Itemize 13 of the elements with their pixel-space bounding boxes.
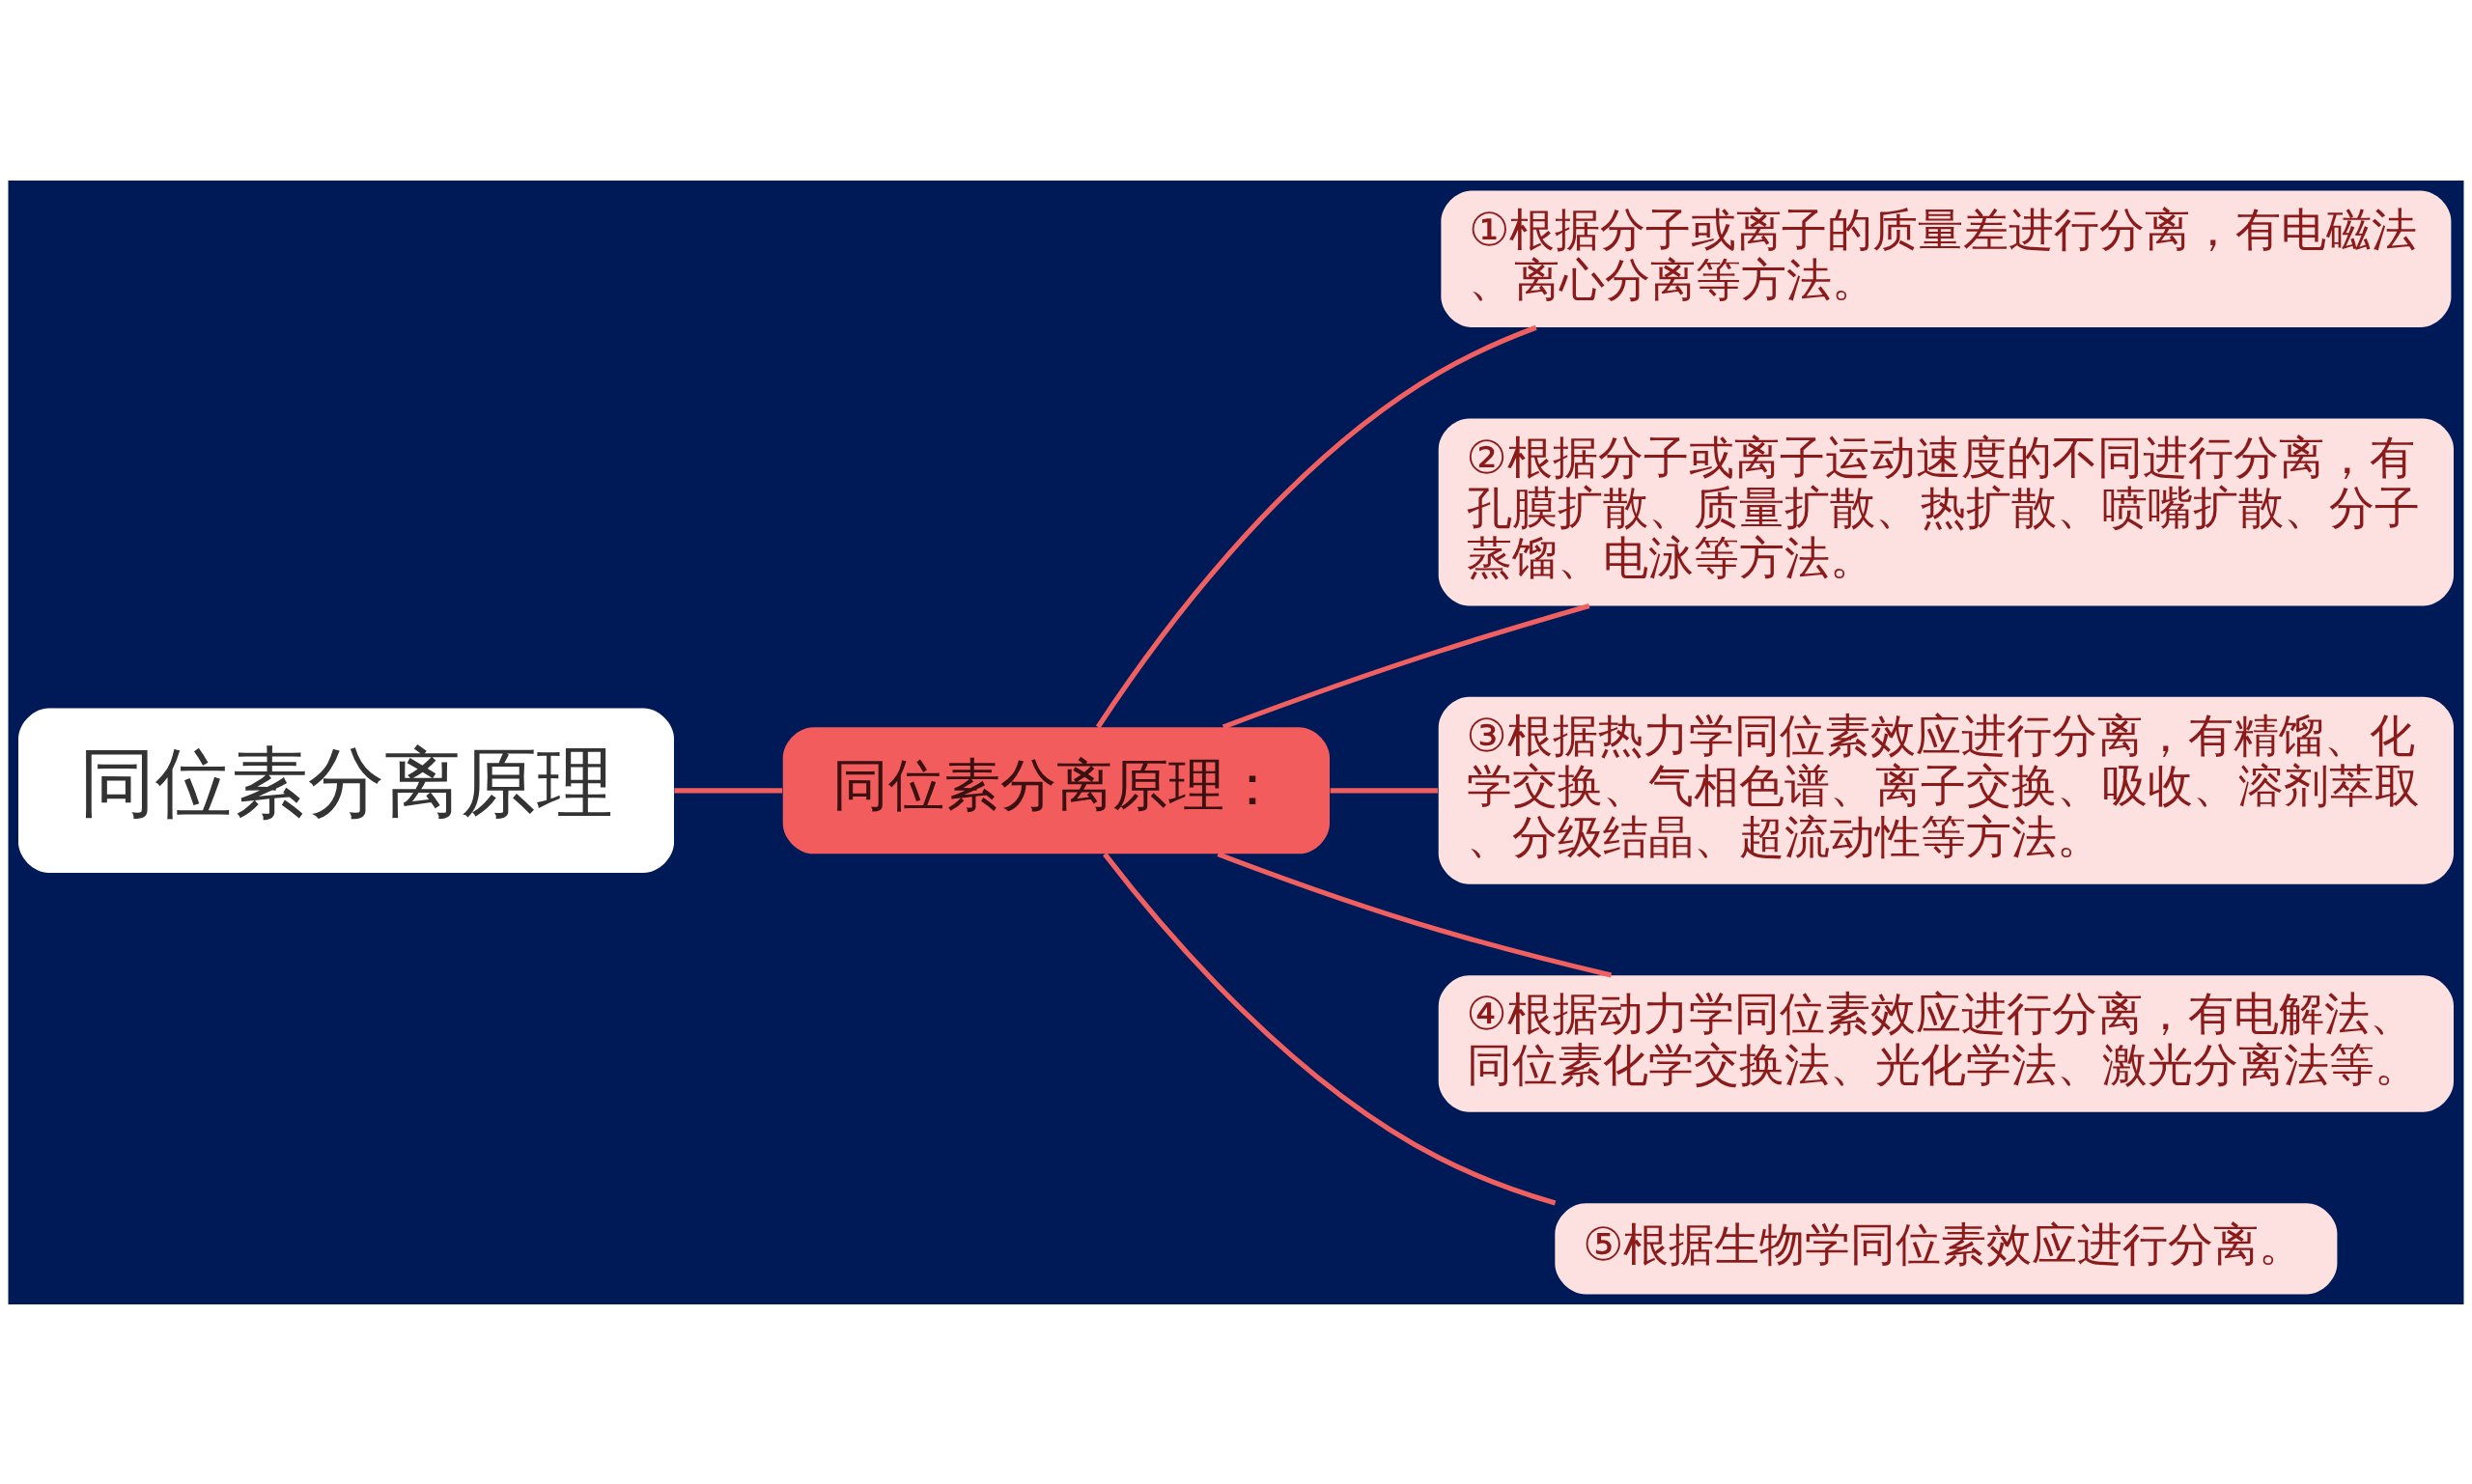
node-box: ⑤根据生物学同位素效应进行分离。 <box>1555 1202 2338 1294</box>
connector <box>1095 324 1537 728</box>
node-box: ④根据动力学同位素效应进行分离，有电解法、同位素化学交换法、光化学法、激光分离法等。 <box>1438 974 2454 1112</box>
node-box: 同位素分离原理 <box>18 708 674 873</box>
connector <box>1103 852 1557 1206</box>
connector <box>674 787 783 793</box>
node-box: ③根据热力学同位素效应进行分离，有精馏、化学交换、气相色谱、离子交换、吸收、溶剂萃取、分级结晶、超流动性等方法。 <box>1438 696 2454 884</box>
node-box: 同位素分离原理： <box>782 726 1330 854</box>
connector <box>1330 787 1438 793</box>
connector <box>1222 602 1590 729</box>
connector <box>1217 851 1613 978</box>
node-box: ①根据分子或离子的质量差进行分离，有电磁法、离心分离等方法。 <box>1441 190 2452 327</box>
node-box: ②根据分子或离子运动速度的不同进行分离，有孔膜扩散、质量扩散、热扩散、喷嘴扩散、分子蒸馏、电泳等方法。 <box>1438 417 2454 605</box>
